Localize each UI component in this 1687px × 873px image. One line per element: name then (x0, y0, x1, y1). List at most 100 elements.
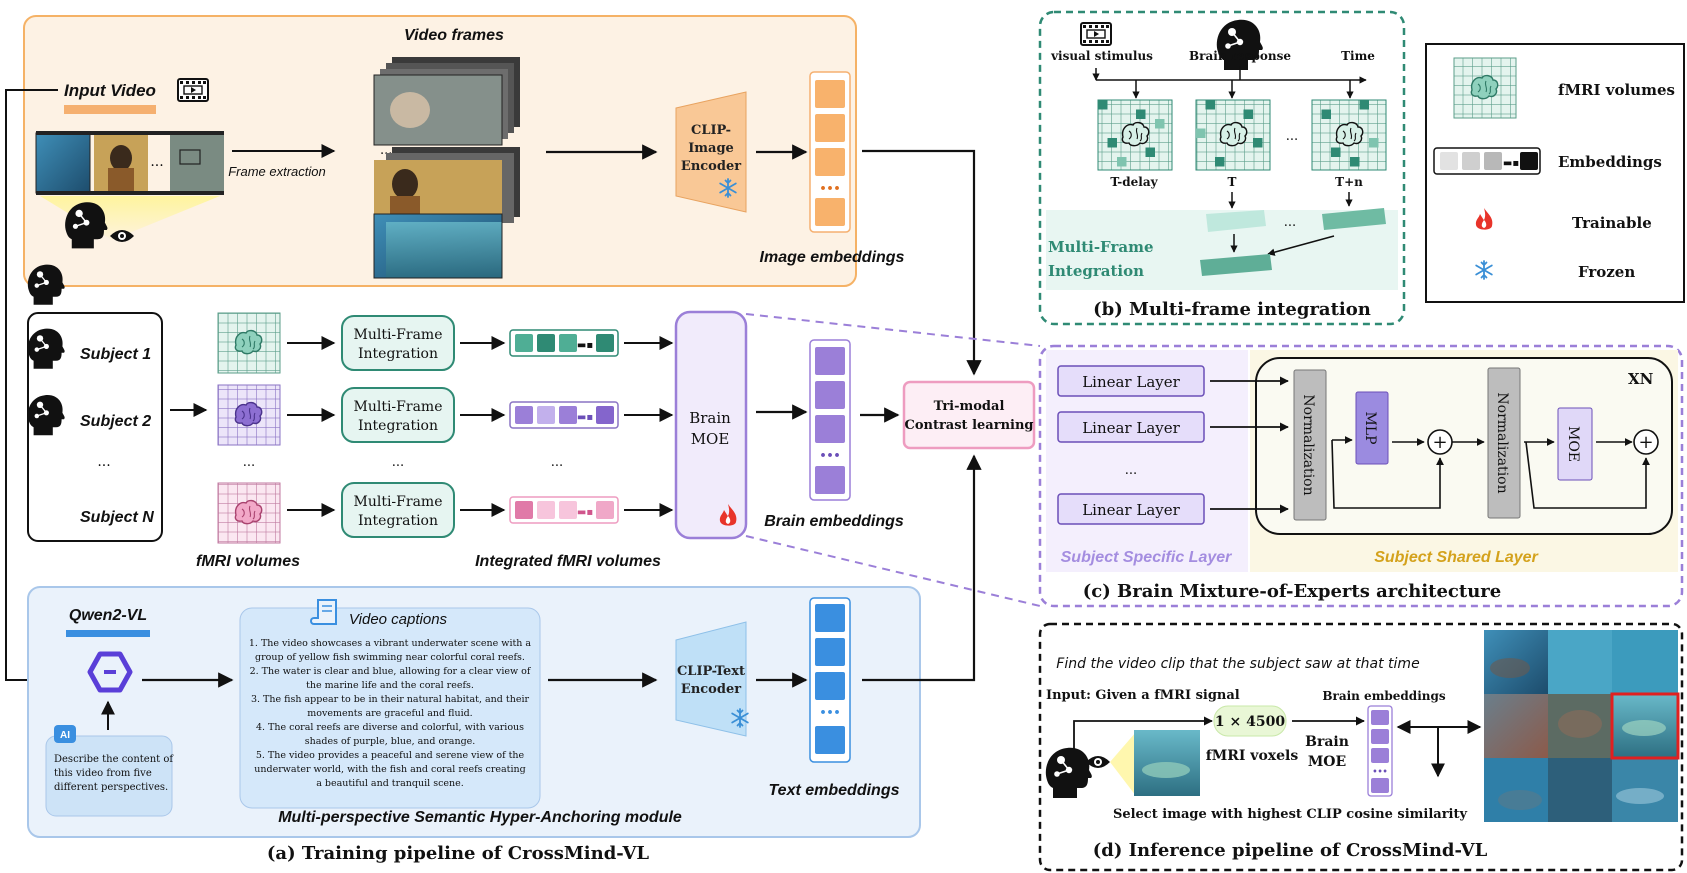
mfi-box-2: Multi-Frame Integration (341, 387, 455, 443)
svg-text:•••: ••• (819, 182, 840, 195)
stimulus-fish-school (1142, 762, 1190, 778)
image-embeddings-label: Image embeddings (760, 249, 905, 266)
tokens-dots: ... (1284, 215, 1296, 230)
video-captions-box (239, 607, 541, 809)
subject-1-label: Subject 1 (80, 346, 151, 363)
add-node-2 (1633, 429, 1659, 455)
fmri-grid-purple (217, 384, 281, 446)
mfi-1-line2: Integration (358, 346, 438, 362)
panel-b-mfi-line2: Integration (1048, 262, 1144, 280)
clip-image-encoder-line1: CLIP- (691, 123, 731, 138)
ai-badge-icon: AI (54, 725, 76, 743)
integrated-fmri-label: Integrated fMRI volumes (475, 553, 661, 570)
brain-moe-line2: MOE (691, 430, 730, 448)
mfi-2-line1: Multi-Frame (354, 399, 443, 415)
legend-frozen-label: Frozen (1578, 263, 1635, 281)
svg-text:▬▪: ▬▪ (577, 340, 593, 351)
shape-text: 1 × 4500 (1215, 714, 1285, 730)
mfi-3-line2: Integration (358, 513, 438, 529)
text-emb-to-trimodal-arrow (862, 454, 982, 682)
gallery-grid (1484, 630, 1678, 822)
time-label: Time (1341, 49, 1375, 63)
svg-text:•••: ••• (819, 449, 840, 462)
caption-line: group of yellow fish swimming near color… (255, 652, 525, 663)
video-captions-title: Video captions (349, 611, 448, 628)
mfi-ellipsis: ... (392, 455, 404, 470)
text-embeddings-stack: ••• (809, 597, 851, 763)
prompt-box (45, 735, 173, 817)
fmri-grid-teal (217, 312, 281, 374)
thumbnail-ellipsis: ... (150, 154, 163, 170)
add-node-2-plus: + (1638, 432, 1653, 453)
subject-specific-label: Subject Specific Layer (1061, 549, 1233, 566)
t-label: T (1228, 175, 1237, 189)
video-thumbnails (35, 131, 224, 195)
tn-label: T+n (1335, 175, 1363, 189)
input-text: Input: Given a fMRI signal (1046, 688, 1240, 703)
token-t (1206, 210, 1266, 232)
caption-a: (a) Training pipeline of CrossMind-VL (267, 843, 650, 864)
input-video-label: Input Video (64, 81, 156, 100)
caption-line: underwater world, with the fish and cora… (254, 764, 525, 775)
caption-line: 3. The fish appear to be in their natura… (251, 694, 530, 705)
tn-token-to-integrated-arrow (1267, 235, 1335, 256)
brain-moe-box (674, 310, 748, 540)
normalization-2-text: Normalization (1494, 392, 1510, 493)
prompt-line2: this video from five (54, 768, 152, 779)
normalization-2 (1487, 367, 1521, 519)
video-frames-title: Video frames (404, 27, 504, 44)
mlp-text: MLP (1362, 411, 1378, 444)
image-embeddings-stack: ••• (809, 71, 851, 233)
integrated-bar-teal: ▬▪ (509, 329, 619, 357)
caption-line: 4. The coral reefs are diverse and color… (256, 722, 524, 733)
caption-d: (d) Inference pipeline of CrossMind-VL (1093, 840, 1488, 861)
fmri-ellipsis: ... (243, 455, 255, 470)
subjects-panel (27, 312, 163, 542)
caption-line: 5. The video provides a peaceful and ser… (256, 750, 525, 761)
subject-shared-label: Subject Shared Layer (1374, 549, 1538, 566)
add-node-1-plus: + (1432, 432, 1447, 453)
caption-line: the marine life and the coral reefs. (306, 680, 474, 691)
legend-fmri-label: fMRI volumes (1558, 81, 1675, 99)
clip-image-encoder-line2: Image (688, 141, 734, 156)
select-text: Select image with highest CLIP cosine si… (1113, 807, 1468, 822)
caption-b: (b) Multi-frame integration (1093, 299, 1371, 320)
qwen-logo-icon (87, 651, 133, 693)
t-delay-label: T-delay (1110, 175, 1158, 189)
legend-trainable-label: Trainable (1572, 214, 1652, 232)
input-to-shape-arrow (1073, 716, 1213, 756)
tri-modal-line1: Tri-modal (934, 399, 1005, 414)
visual-stimulus-label: visual stimulus (1050, 49, 1153, 63)
svg-text:•••: ••• (1372, 766, 1387, 776)
caption-line: a beautiful and tranquil scene. (316, 778, 464, 789)
frame-stack-1 (373, 57, 520, 146)
prompt-line3: different perspectives. (54, 782, 168, 793)
task-text: Find the video clip that the subject saw… (1056, 656, 1419, 672)
caption-line: movements are graceful and fluid. (307, 708, 472, 719)
eye-icon (110, 230, 134, 242)
panel-d-brain-moe-line2: MOE (1308, 754, 1346, 770)
legend-fmri-icon (1453, 57, 1517, 119)
mfi-box-3: Multi-Frame Integration (341, 482, 455, 538)
integrated-token (1200, 254, 1272, 276)
linear-layer-dots: ... (1125, 463, 1137, 478)
subjects-ellipsis: ... (97, 454, 110, 470)
brain-moe-line1: Brain (689, 409, 731, 427)
panel-d-brain-moe-line1: Brain (1305, 734, 1349, 750)
integrated-bar-purple: ▬▪ (509, 401, 619, 429)
linear-layer-2-text: Linear Layer (1082, 419, 1180, 437)
clip-text-encoder-line2: Encoder (681, 682, 741, 697)
linear-layer-2: Linear Layer (1057, 411, 1205, 443)
qwen-label: Qwen2-VL (69, 607, 147, 624)
mlp-block (1355, 391, 1389, 465)
brain-embeddings-stack: ••• (809, 339, 851, 501)
svg-text:▬▪: ▬▪ (577, 412, 593, 423)
mfi-3-line1: Multi-Frame (354, 494, 443, 510)
panel-b-mfi-line1: Multi-Frame (1048, 238, 1153, 256)
shape-pill (1213, 705, 1287, 737)
linear-layer-1-text: Linear Layer (1082, 373, 1180, 391)
residual-2 (1525, 441, 1650, 509)
input-video-underline (64, 105, 156, 114)
caption-c: (c) Brain Mixture-of-Experts architectur… (1083, 581, 1501, 602)
panel-d-embeddings-stack: ••• (1367, 705, 1393, 797)
